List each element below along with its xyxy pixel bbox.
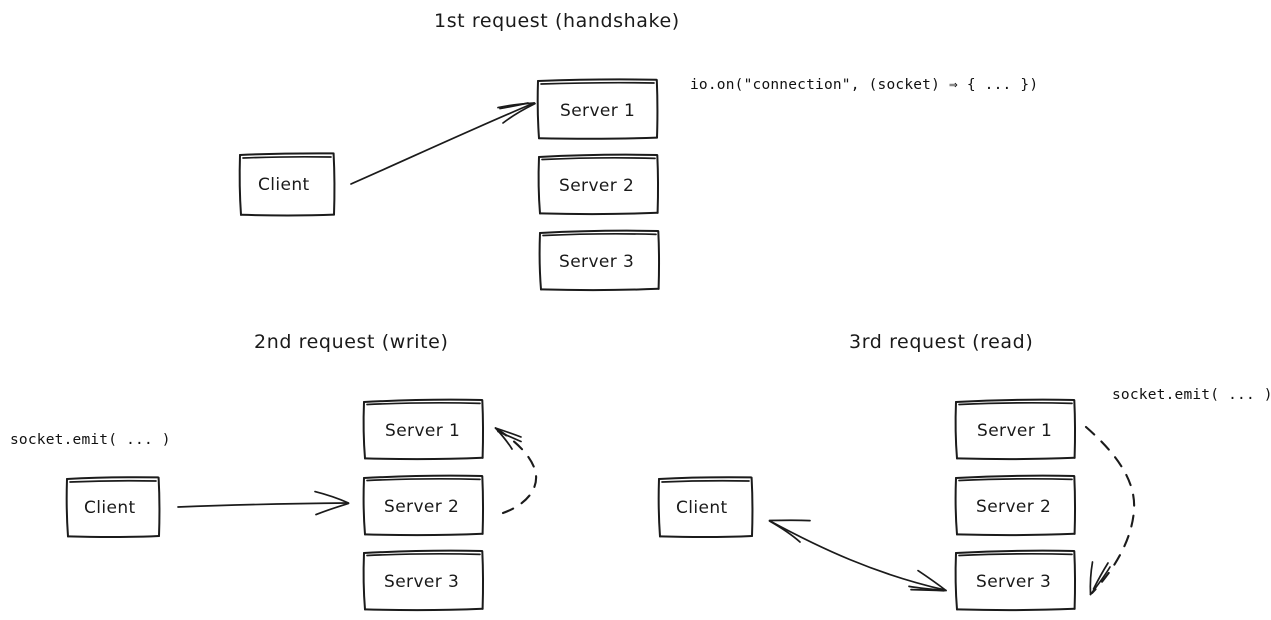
- panel-write-server-3-box: Server 3: [362, 549, 485, 612]
- panel-handshake-server-3-label: Server 3: [559, 252, 634, 272]
- panel-handshake-arrow-client-to-server-1: [350, 102, 536, 185]
- panel-handshake-server-3-box: Server 3: [538, 229, 661, 292]
- panel-handshake-server-2-box: Server 2: [537, 153, 660, 216]
- panel-write-server-2-box: Server 2: [362, 474, 485, 537]
- panel-read-server-2-box: Server 2: [954, 474, 1077, 537]
- panel-read-client-label: Client: [676, 498, 728, 518]
- panel-write-server-3-label: Server 3: [384, 572, 459, 592]
- panel-read-server-1-label: Server 1: [977, 421, 1052, 441]
- panel-handshake-client-box: Client: [238, 152, 336, 217]
- panel-write: 2nd request (write) socket.emit( ... ) C…: [10, 331, 538, 612]
- panel-handshake-server-1-label: Server 1: [560, 101, 635, 121]
- panel-handshake: 1st request (handshake) io.on("connectio…: [238, 10, 1038, 292]
- panel-handshake-server-1-box: Server 1: [536, 78, 659, 140]
- panel-write-arrow-server-2-to-server-1: [494, 427, 538, 515]
- panel-write-arrow-client-to-server-2: [177, 490, 350, 516]
- panel-handshake-code-label: io.on("connection", (socket) ⇒ { ... }): [690, 77, 1038, 93]
- panel-read-server-1-box: Server 1: [954, 398, 1077, 461]
- panel-write-code-label: socket.emit( ... ): [10, 432, 171, 448]
- panel-read-code-label: socket.emit( ... ): [1112, 387, 1271, 403]
- panel-read-server-3-label: Server 3: [976, 572, 1051, 592]
- panel-handshake-server-2-label: Server 2: [559, 176, 634, 196]
- panel-handshake-client-label: Client: [258, 175, 310, 195]
- panel-read: 3rd request (read) socket.emit( ... ) Cl…: [657, 331, 1271, 612]
- panel-handshake-heading: 1st request (handshake): [434, 10, 680, 32]
- panel-read-client-box: Client: [657, 476, 754, 539]
- panel-read-heading: 3rd request (read): [849, 331, 1033, 353]
- panel-read-server-3-box: Server 3: [954, 549, 1077, 612]
- panel-read-arrow-server-1-to-server-3: [1084, 425, 1136, 596]
- panel-write-client-box: Client: [65, 476, 161, 539]
- panel-write-server-1-box: Server 1: [362, 398, 485, 461]
- panel-write-client-label: Client: [84, 498, 136, 518]
- panel-read-server-2-label: Server 2: [976, 497, 1051, 517]
- panel-read-arrow-client-server-3-bidirectional: [768, 519, 947, 592]
- panel-write-server-1-label: Server 1: [385, 421, 460, 441]
- panel-write-server-2-label: Server 2: [384, 497, 459, 517]
- panel-write-heading: 2nd request (write): [254, 331, 449, 353]
